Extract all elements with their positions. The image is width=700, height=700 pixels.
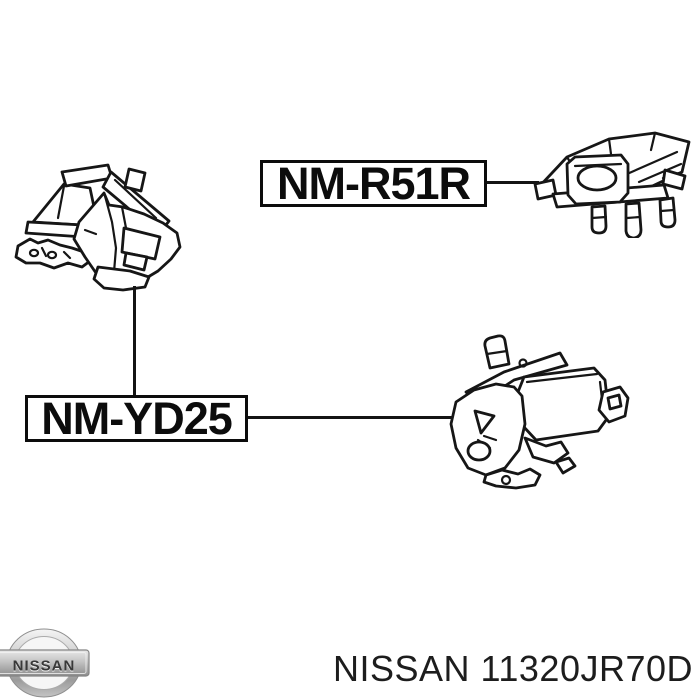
nissan-logo: NISSAN NISSAN (0, 628, 90, 698)
logo-text-emboss: NISSAN (13, 659, 76, 676)
engine-mount-drawing-bottom-right (449, 334, 630, 490)
part-label-yd25: NM-YD25 (41, 393, 233, 444)
mount-cylinder-block (516, 366, 611, 442)
mount-main-body (449, 382, 527, 477)
part-label-box-yd25: NM-YD25 (25, 395, 248, 442)
logo-text: NISSAN (13, 658, 76, 675)
mount-studs (590, 196, 677, 238)
part-label-box-r51r: NM-R51R (260, 160, 487, 207)
mount-right-arm (597, 385, 630, 424)
engine-mount-drawing-top-left (14, 163, 182, 292)
connector-line-r51r (487, 181, 539, 184)
part-label-r51r: NM-R51R (276, 158, 471, 209)
mount-lower-lugs (482, 436, 577, 490)
part-number-caption: NISSAN 11320JR70D (333, 648, 694, 689)
engine-mount-drawing-top-right (533, 131, 691, 238)
mount-top-stud (483, 334, 511, 370)
logo-bar (0, 649, 90, 677)
mount-body (72, 191, 182, 292)
mount-center-bracket (565, 153, 630, 206)
connector-line-yd25 (248, 416, 456, 419)
connector-line-vertical (133, 286, 136, 396)
